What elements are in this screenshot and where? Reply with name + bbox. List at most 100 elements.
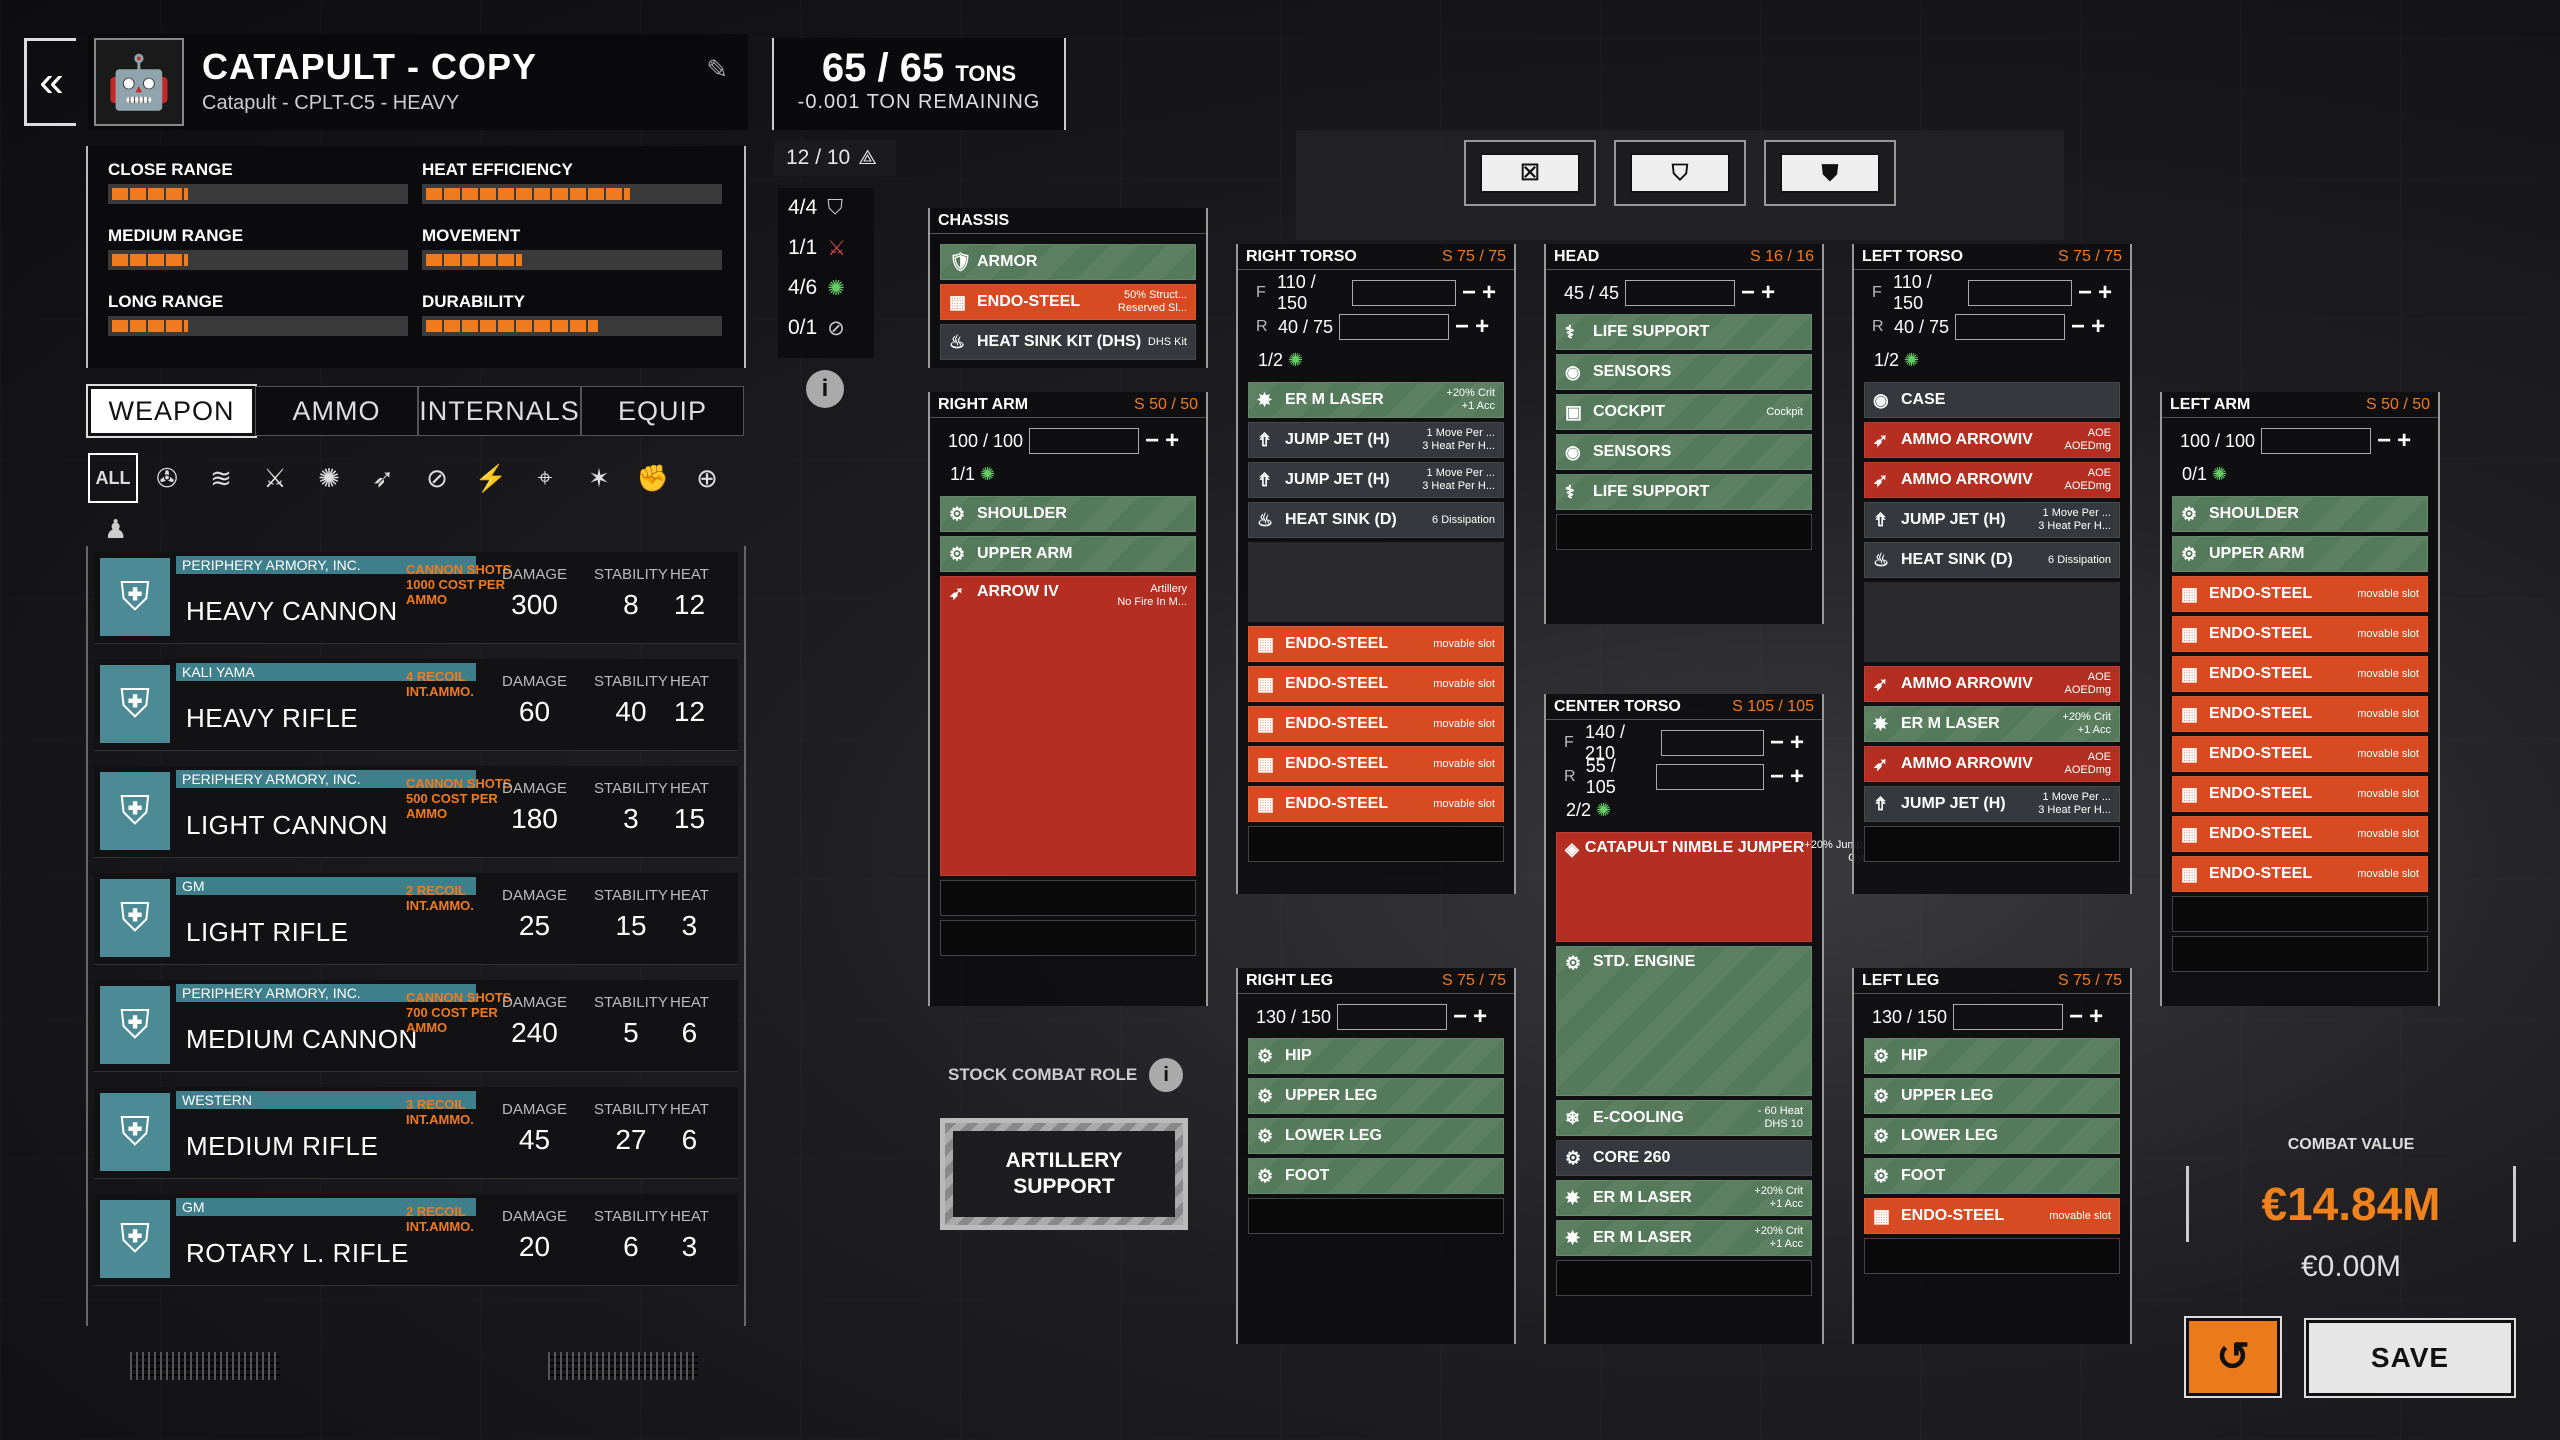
slot-jump-jet-h-[interactable]: ⇮JUMP JET (H)1 Move Per ... 3 Heat Per H… [1248, 462, 1504, 498]
armor-minus-button[interactable]: − [1769, 763, 1784, 790]
hardpoint-info-icon[interactable]: i [806, 370, 844, 408]
slot-jump-jet-h-[interactable]: ⇮JUMP JET (H)1 Move Per ... 3 Heat Per H… [1864, 502, 2120, 538]
armor-minus-button[interactable]: − [1145, 427, 1160, 454]
tab-weapon[interactable]: WEAPON [86, 384, 257, 438]
armor-slider[interactable] [1339, 314, 1450, 340]
armor-slider[interactable] [1655, 764, 1764, 790]
filter-energy-icon[interactable]: ✺ [318, 462, 340, 493]
filter-support-icon[interactable]: ⊘ [426, 462, 448, 493]
slot-jump-jet-h-[interactable]: ⇮JUMP JET (H)1 Move Per ... 3 Heat Per H… [1864, 786, 2120, 822]
filter-rocket-icon[interactable]: ➶ [372, 462, 394, 493]
slot-armor[interactable]: 🛡ARMOR [940, 244, 1196, 280]
armor-plus-button[interactable]: + [1473, 1003, 1488, 1030]
armor-slider[interactable] [1337, 1004, 1448, 1030]
slot-core-260[interactable]: ⚙CORE 260 [1556, 1140, 1812, 1176]
slot-heat-sink-d-[interactable]: ♨HEAT SINK (D)6 Dissipation [1248, 502, 1504, 538]
slot-sensors[interactable]: ◉SENSORS [1556, 434, 1812, 470]
armor-plus-button[interactable]: + [1761, 279, 1776, 306]
slot-foot[interactable]: ⚙FOOT [1864, 1158, 2120, 1194]
armor-minus-button[interactable]: − [2069, 1003, 2084, 1030]
armor-plus-button[interactable]: + [1789, 763, 1804, 790]
tab-ammo[interactable]: AMMO [255, 386, 418, 436]
undo-button[interactable]: ↺ [2184, 1316, 2282, 1398]
slot-heat-sink-kit-dhs-[interactable]: ♨HEAT SINK KIT (DHS)DHS Kit [940, 324, 1196, 360]
armor-plus-button[interactable]: + [1475, 313, 1490, 340]
armor-minus-button[interactable]: − [1741, 279, 1756, 306]
tab-internals[interactable]: INTERNALS [418, 386, 581, 436]
filter-globe-icon[interactable]: ⊕ [696, 462, 718, 493]
filter-melee-icon[interactable]: ✊ [636, 462, 670, 493]
slot-upper-arm[interactable]: ⚙UPPER ARM [940, 536, 1196, 572]
edit-name-icon[interactable]: ✎ [706, 54, 728, 84]
armor-minus-button[interactable]: − [1769, 729, 1784, 756]
view-button-armor[interactable]: ⛊ [1764, 140, 1896, 206]
role-info-icon[interactable]: i [1149, 1058, 1184, 1092]
armor-plus-button[interactable]: + [2097, 279, 2112, 306]
slot-er-m-laser[interactable]: ✸ER M LASER+20% Crit +1 Acc [1556, 1220, 1812, 1256]
slot-upper-leg[interactable]: ⚙UPPER LEG [1864, 1078, 2120, 1114]
armor-slider[interactable] [1352, 280, 1456, 306]
filter-sword-icon[interactable]: ⚔ [263, 462, 287, 493]
armor-slider[interactable] [2261, 428, 2372, 454]
slot-shoulder[interactable]: ⚙SHOULDER [2172, 496, 2428, 532]
view-button-clear[interactable]: ☒ [1464, 140, 1596, 206]
slot-hip[interactable]: ⚙HIP [1248, 1038, 1504, 1074]
filter-missile-icon[interactable]: ≋ [210, 462, 232, 493]
filter-all[interactable]: ALL [88, 453, 138, 503]
armor-slider[interactable] [1661, 730, 1764, 756]
slot-er-m-laser[interactable]: ✸ER M LASER+20% Crit +1 Acc [1556, 1180, 1812, 1216]
armor-minus-button[interactable]: − [2077, 279, 2092, 306]
armor-minus-button[interactable]: − [2071, 313, 2086, 340]
slot-heat-sink-d-[interactable]: ♨HEAT SINK (D)6 Dissipation [1864, 542, 2120, 578]
filter-ballistic-icon[interactable]: ✇ [156, 462, 178, 493]
armor-minus-button[interactable]: − [1461, 279, 1476, 306]
slot-er-m-laser[interactable]: ✸ER M LASER+20% Crit +1 Acc [1864, 706, 2120, 742]
armor-minus-button[interactable]: − [1455, 313, 1470, 340]
slot-upper-arm[interactable]: ⚙UPPER ARM [2172, 536, 2428, 572]
armor-slider[interactable] [1029, 428, 1140, 454]
armor-minus-button[interactable]: − [1453, 1003, 1468, 1030]
back-button[interactable]: « [24, 38, 76, 126]
save-button[interactable]: SAVE [2304, 1318, 2516, 1398]
armor-slider[interactable] [1968, 280, 2072, 306]
slot-er-m-laser[interactable]: ✸ER M LASER+20% Crit +1 Acc [1248, 382, 1504, 418]
armor-slider[interactable] [1625, 280, 1736, 306]
slot-life-support[interactable]: ⚕LIFE SUPPORT [1556, 314, 1812, 350]
filter-target-icon[interactable]: ⌖ [537, 462, 553, 492]
slot-catapult-nimble-jumper[interactable]: ◈CATAPULT NIMBLE JUMPER+20% Jump... Gyro [1556, 832, 1872, 942]
armor-minus-button[interactable]: − [2377, 427, 2392, 454]
armor-plus-button[interactable]: + [1165, 427, 1180, 454]
slot-shoulder[interactable]: ⚙SHOULDER [940, 496, 1196, 532]
slot-lower-leg[interactable]: ⚙LOWER LEG [1248, 1118, 1504, 1154]
slot-life-support[interactable]: ⚕LIFE SUPPORT [1556, 474, 1812, 510]
slot-hip[interactable]: ⚙HIP [1864, 1038, 2120, 1074]
slot-lower-leg[interactable]: ⚙LOWER LEG [1864, 1118, 2120, 1154]
filter-burst-icon[interactable]: ✶ [588, 462, 610, 493]
armor-plus-button[interactable]: + [2089, 1003, 2104, 1030]
